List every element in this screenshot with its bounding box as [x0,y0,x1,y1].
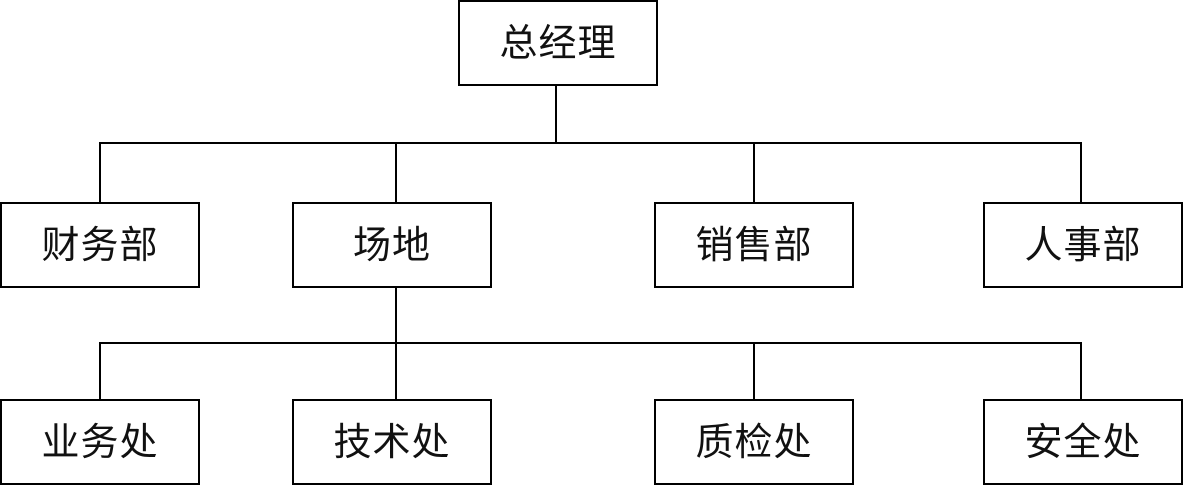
sales-department-connector [753,142,755,202]
venue-department-connector [395,142,397,202]
general-manager-node: 总经理 [458,0,658,86]
root-to-department-bus-vertical-connector [555,86,557,144]
quality-inspection-subunit-connector [753,342,755,399]
sales-department-node: 销售部 [654,202,854,288]
hr-department-connector [1080,142,1082,202]
subunit-bus-horizontal-connector [99,342,1082,344]
technology-office-node: 技术处 [292,399,492,485]
technology-subunit-connector [395,342,397,399]
safety-office-node: 安全处 [983,399,1183,485]
venue-node: 场地 [292,202,492,288]
venue-to-subunit-bus-vertical-connector [395,287,397,344]
finance-department-node: 财务部 [0,202,200,288]
business-subunit-connector [99,342,101,399]
department-bus-horizontal-connector [99,142,1082,144]
hr-department-node: 人事部 [983,202,1183,288]
quality-inspection-office-node: 质检处 [654,399,854,485]
safety-subunit-connector [1080,342,1082,399]
business-office-node: 业务处 [0,399,200,485]
finance-department-connector [99,142,101,202]
